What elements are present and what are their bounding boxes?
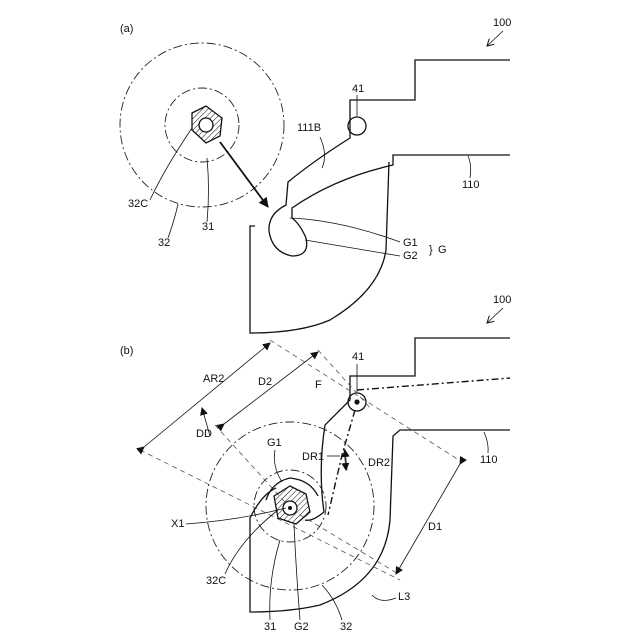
label-31-b: 31 — [264, 621, 276, 633]
leader-L3-b — [372, 595, 396, 600]
label-110-b: 110 — [480, 454, 498, 466]
leader-110-b — [484, 432, 488, 453]
construct-line-5 — [292, 510, 400, 575]
label-111B-a: 111B — [297, 122, 321, 134]
leader-32C-b — [225, 510, 278, 574]
ref-100-a-arrow — [487, 31, 503, 46]
label-AR2-b: AR2 — [203, 373, 224, 385]
link-line-b — [357, 378, 510, 390]
panel-label-a: (a) — [120, 23, 133, 35]
shaft-a — [199, 118, 213, 132]
housing-outline-b — [305, 338, 510, 520]
label-G1-b: G1 — [267, 437, 282, 449]
construct-line-3 — [140, 450, 400, 580]
label-DD-b: DD — [196, 428, 212, 440]
ref-100-a: 100 — [493, 17, 511, 29]
leader-31-a — [207, 158, 209, 222]
guard-outline-a — [250, 162, 389, 333]
label-G1-a: G1 — [403, 237, 418, 249]
leader-110-a — [468, 156, 471, 178]
pin-41-center-b — [354, 399, 359, 404]
dim-D1 — [396, 464, 460, 574]
ref-100-b: 100 — [493, 294, 511, 306]
label-32C-a: 32C — [128, 198, 148, 210]
label-G2-a: G2 — [403, 250, 418, 262]
label-L3-b: L3 — [398, 591, 410, 603]
label-D1-b: D1 — [428, 521, 442, 533]
leader-G2-b — [294, 524, 300, 620]
label-DR2-b: DR2 — [368, 457, 390, 469]
label-110-a: 110 — [462, 179, 480, 191]
pin-41-a — [348, 117, 366, 135]
leader-32-a — [168, 204, 178, 238]
brace-G-a: } — [429, 244, 433, 256]
leader-111B-a — [320, 137, 325, 168]
ref-100-b-arrow — [487, 308, 503, 323]
panel-label-b: (b) — [120, 345, 133, 357]
enlarge-arrow-a — [220, 142, 268, 207]
link-line-2-b — [328, 410, 355, 515]
leader-31-b — [270, 540, 280, 620]
label-32-b: 32 — [340, 621, 352, 633]
label-32C-b: 32C — [206, 575, 226, 587]
figure-a: (a) 100 41 111B 110 32C 31 32 G1 G2 } — [120, 17, 511, 333]
label-41-b: 41 — [352, 351, 364, 363]
label-X1-b: X1 — [171, 518, 184, 530]
housing-outline-a — [269, 60, 510, 256]
figure-b: (b) 100 41 F AR2 D2 DD D1 — [120, 294, 511, 633]
label-DR1-b: DR1 — [302, 451, 324, 463]
label-41-a: 41 — [352, 83, 364, 95]
label-32-a: 32 — [158, 237, 170, 249]
dim-D2 — [224, 352, 318, 424]
leader-32C-a — [150, 128, 192, 200]
leader-G1-b — [274, 450, 282, 482]
label-31-a: 31 — [202, 221, 214, 233]
shaft-center-b — [288, 506, 292, 510]
label-G-a: G — [438, 244, 447, 256]
label-G2-b: G2 — [294, 621, 309, 633]
label-D2-b: D2 — [258, 376, 272, 388]
label-F-b: F — [315, 379, 322, 391]
